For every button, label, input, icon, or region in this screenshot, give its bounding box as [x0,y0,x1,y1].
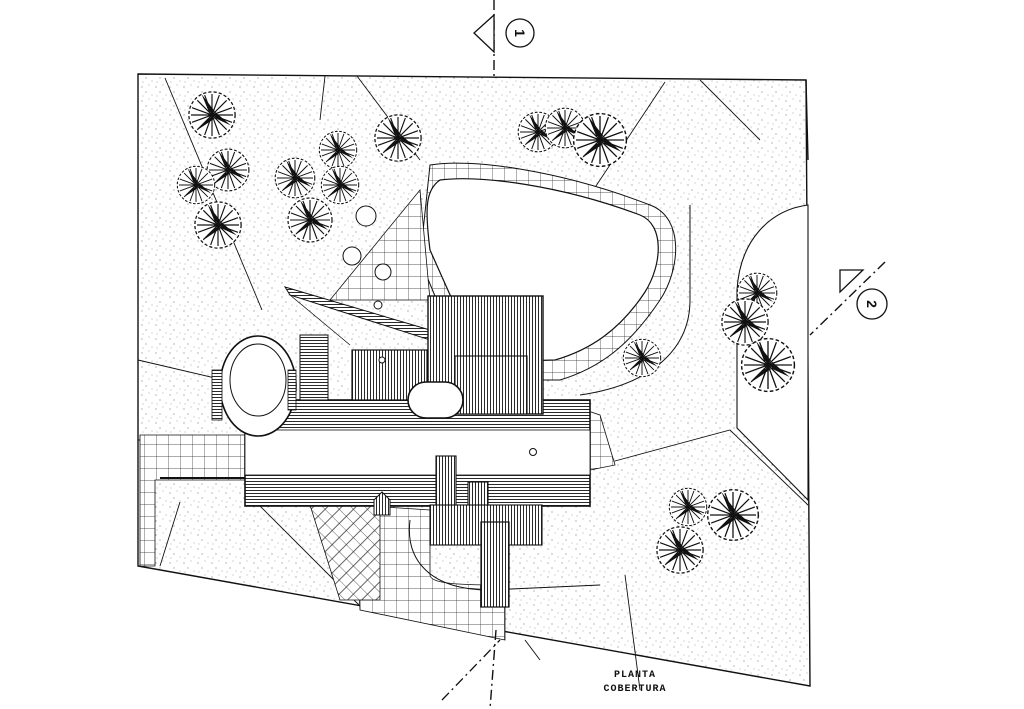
terrace-grid-west [329,188,431,301]
section-1-label: 1 [512,29,528,37]
section-cut-marker-icon: 1 [473,13,535,54]
section-2-marker: 2 [839,269,888,320]
section-line-2 [809,261,886,336]
stair-block [299,334,329,401]
skylight-capsule [407,381,464,419]
entrance-wall [480,521,510,608]
drawing-title-line2: COBERTURA [603,684,667,695]
small-gable [373,491,391,516]
drawing-title-line1: PLANTA [613,670,656,681]
section-2-label: 2 [864,300,880,308]
stepping-stones [342,205,392,310]
